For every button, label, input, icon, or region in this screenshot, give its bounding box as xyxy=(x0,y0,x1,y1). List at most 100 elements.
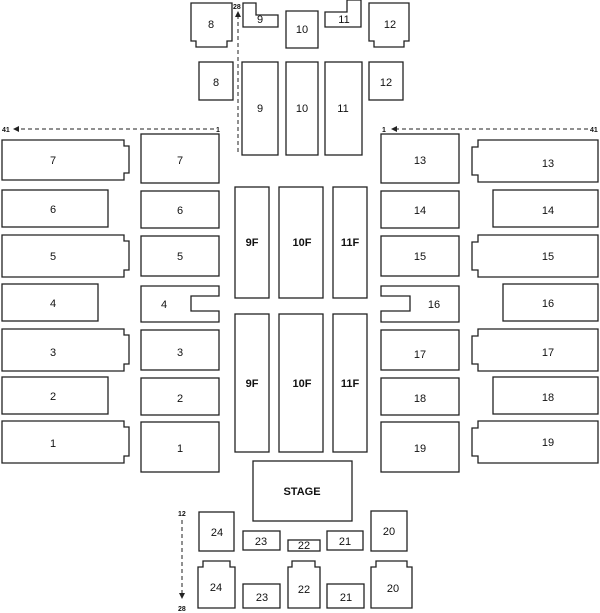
section-9-upper[interactable]: 9 xyxy=(242,2,279,28)
section-label: 17 xyxy=(414,349,426,361)
section-label: 16 xyxy=(542,298,554,310)
top-upper-tier: 8 9 10 11 12 xyxy=(190,0,410,49)
section-24-upper[interactable]: 24 xyxy=(197,560,236,609)
top-lower-tier: 8 9 10 11 12 xyxy=(198,61,404,156)
section-23-lower[interactable]: 23 xyxy=(242,530,281,551)
bottom-upper-tier: 24 23 22 21 20 xyxy=(197,560,413,609)
section-label: 4 xyxy=(161,299,167,311)
section-8-upper[interactable]: 8 xyxy=(190,2,233,48)
section-label: 18 xyxy=(414,393,426,405)
section-12-lower[interactable]: 12 xyxy=(368,61,404,101)
section-15-right-lower[interactable]: 15 xyxy=(380,235,460,277)
left-upper-tier: 7 6 5 4 3 2 1 xyxy=(1,139,130,464)
top-aisle-label: 28 xyxy=(233,4,241,11)
section-1-left-upper[interactable]: 1 xyxy=(1,420,130,464)
bottom-aisle-end-label: 28 xyxy=(178,606,186,613)
section-15-right-upper[interactable]: 15 xyxy=(471,234,599,278)
section-23-upper[interactable]: 23 xyxy=(242,583,281,609)
section-6-left-lower[interactable]: 6 xyxy=(140,190,220,229)
section-16-right-upper[interactable]: 16 xyxy=(502,283,599,322)
section-4-left-upper[interactable]: 4 xyxy=(1,283,99,322)
section-7-left-lower[interactable]: 7 xyxy=(140,133,220,184)
section-label: 11F xyxy=(341,237,360,249)
section-5-left-lower[interactable]: 5 xyxy=(140,235,220,277)
section-label: 1 xyxy=(177,443,183,455)
section-3-left-upper[interactable]: 3 xyxy=(1,328,130,372)
section-11-upper[interactable]: 11 xyxy=(324,0,362,28)
section-18-right-lower[interactable]: 18 xyxy=(380,377,460,416)
section-label: 13 xyxy=(542,158,554,170)
section-9-lower[interactable]: 9 xyxy=(241,61,279,156)
section-21-upper[interactable]: 21 xyxy=(326,583,365,609)
section-label: 17 xyxy=(542,347,554,359)
bottom-aisle-start-label: 12 xyxy=(178,511,186,518)
section-14-right-upper[interactable]: 14 xyxy=(492,189,599,228)
section-label: 6 xyxy=(50,204,56,216)
section-20-upper[interactable]: 20 xyxy=(370,560,413,609)
section-label: 11 xyxy=(337,103,348,115)
section-label: 6 xyxy=(177,205,183,217)
section-11-lower[interactable]: 11 xyxy=(324,61,363,156)
section-12-upper[interactable]: 12 xyxy=(368,2,410,48)
section-2-left-upper[interactable]: 2 xyxy=(1,376,109,415)
section-label: 14 xyxy=(414,205,426,217)
section-13-right-lower[interactable]: 13 xyxy=(380,133,460,184)
section-21-lower[interactable]: 21 xyxy=(326,530,364,551)
section-16-right-lower[interactable]: 16 xyxy=(380,285,460,323)
section-label: 20 xyxy=(387,583,399,595)
section-9f-front[interactable]: 9F xyxy=(234,313,270,453)
section-13-right-upper[interactable]: 13 xyxy=(471,139,599,183)
right-upper-tier: 13 14 15 16 17 18 19 xyxy=(471,139,599,464)
section-11f-back[interactable]: 11F xyxy=(332,186,368,299)
stage-label: STAGE xyxy=(283,486,320,498)
section-22-lower[interactable]: 22 xyxy=(287,539,321,552)
section-10f-back[interactable]: 10F xyxy=(278,186,324,299)
section-label: 2 xyxy=(50,391,56,403)
section-3-left-lower[interactable]: 3 xyxy=(140,329,220,371)
section-1-left-lower[interactable]: 1 xyxy=(140,421,220,473)
section-label: 16 xyxy=(428,299,440,311)
right-row-start-label: 1 xyxy=(382,127,386,134)
section-19-right-upper[interactable]: 19 xyxy=(471,420,599,464)
section-label: 11F xyxy=(341,378,360,390)
right-lower-tier: 13 14 15 16 17 18 19 xyxy=(380,133,460,473)
section-19-right-lower[interactable]: 19 xyxy=(380,421,460,473)
section-label: 23 xyxy=(255,536,267,548)
section-label: 11 xyxy=(338,14,349,26)
section-label: 18 xyxy=(542,392,554,404)
right-row-end-label: 41 xyxy=(590,127,598,134)
section-label: 21 xyxy=(340,592,352,604)
section-8-lower[interactable]: 8 xyxy=(198,61,234,101)
section-2-left-lower[interactable]: 2 xyxy=(140,377,220,416)
section-10-lower[interactable]: 10 xyxy=(285,61,319,156)
section-label: 3 xyxy=(177,347,183,359)
left-lower-tier: 7 6 5 4 3 2 1 xyxy=(140,133,220,473)
section-14-right-lower[interactable]: 14 xyxy=(380,190,460,229)
section-20-lower[interactable]: 20 xyxy=(370,510,408,552)
section-10f-front[interactable]: 10F xyxy=(278,313,324,453)
section-label: 19 xyxy=(414,443,426,455)
section-4-left-lower[interactable]: 4 xyxy=(140,285,220,323)
section-9f-back[interactable]: 9F xyxy=(234,186,270,299)
section-7-left-upper[interactable]: 7 xyxy=(1,139,130,181)
section-label: 9F xyxy=(246,378,259,390)
section-label: 8 xyxy=(213,77,219,89)
section-label: 10F xyxy=(293,237,312,249)
section-6-left-upper[interactable]: 6 xyxy=(1,189,109,228)
section-label: 13 xyxy=(414,155,426,167)
section-11f-front[interactable]: 11F xyxy=(332,313,368,453)
section-17-right-lower[interactable]: 17 xyxy=(380,329,460,371)
section-label: 14 xyxy=(542,205,554,217)
section-label: 23 xyxy=(256,592,268,604)
section-17-right-upper[interactable]: 17 xyxy=(471,328,599,372)
section-10-upper[interactable]: 10 xyxy=(285,10,319,49)
section-5-left-upper[interactable]: 5 xyxy=(1,234,130,278)
section-label: 20 xyxy=(383,526,395,538)
section-label: 22 xyxy=(298,584,310,596)
section-22-upper[interactable]: 22 xyxy=(287,560,321,609)
section-label: 5 xyxy=(177,251,183,263)
section-18-right-upper[interactable]: 18 xyxy=(492,376,599,415)
section-24-lower[interactable]: 24 xyxy=(198,511,235,552)
section-label: 19 xyxy=(542,437,554,449)
